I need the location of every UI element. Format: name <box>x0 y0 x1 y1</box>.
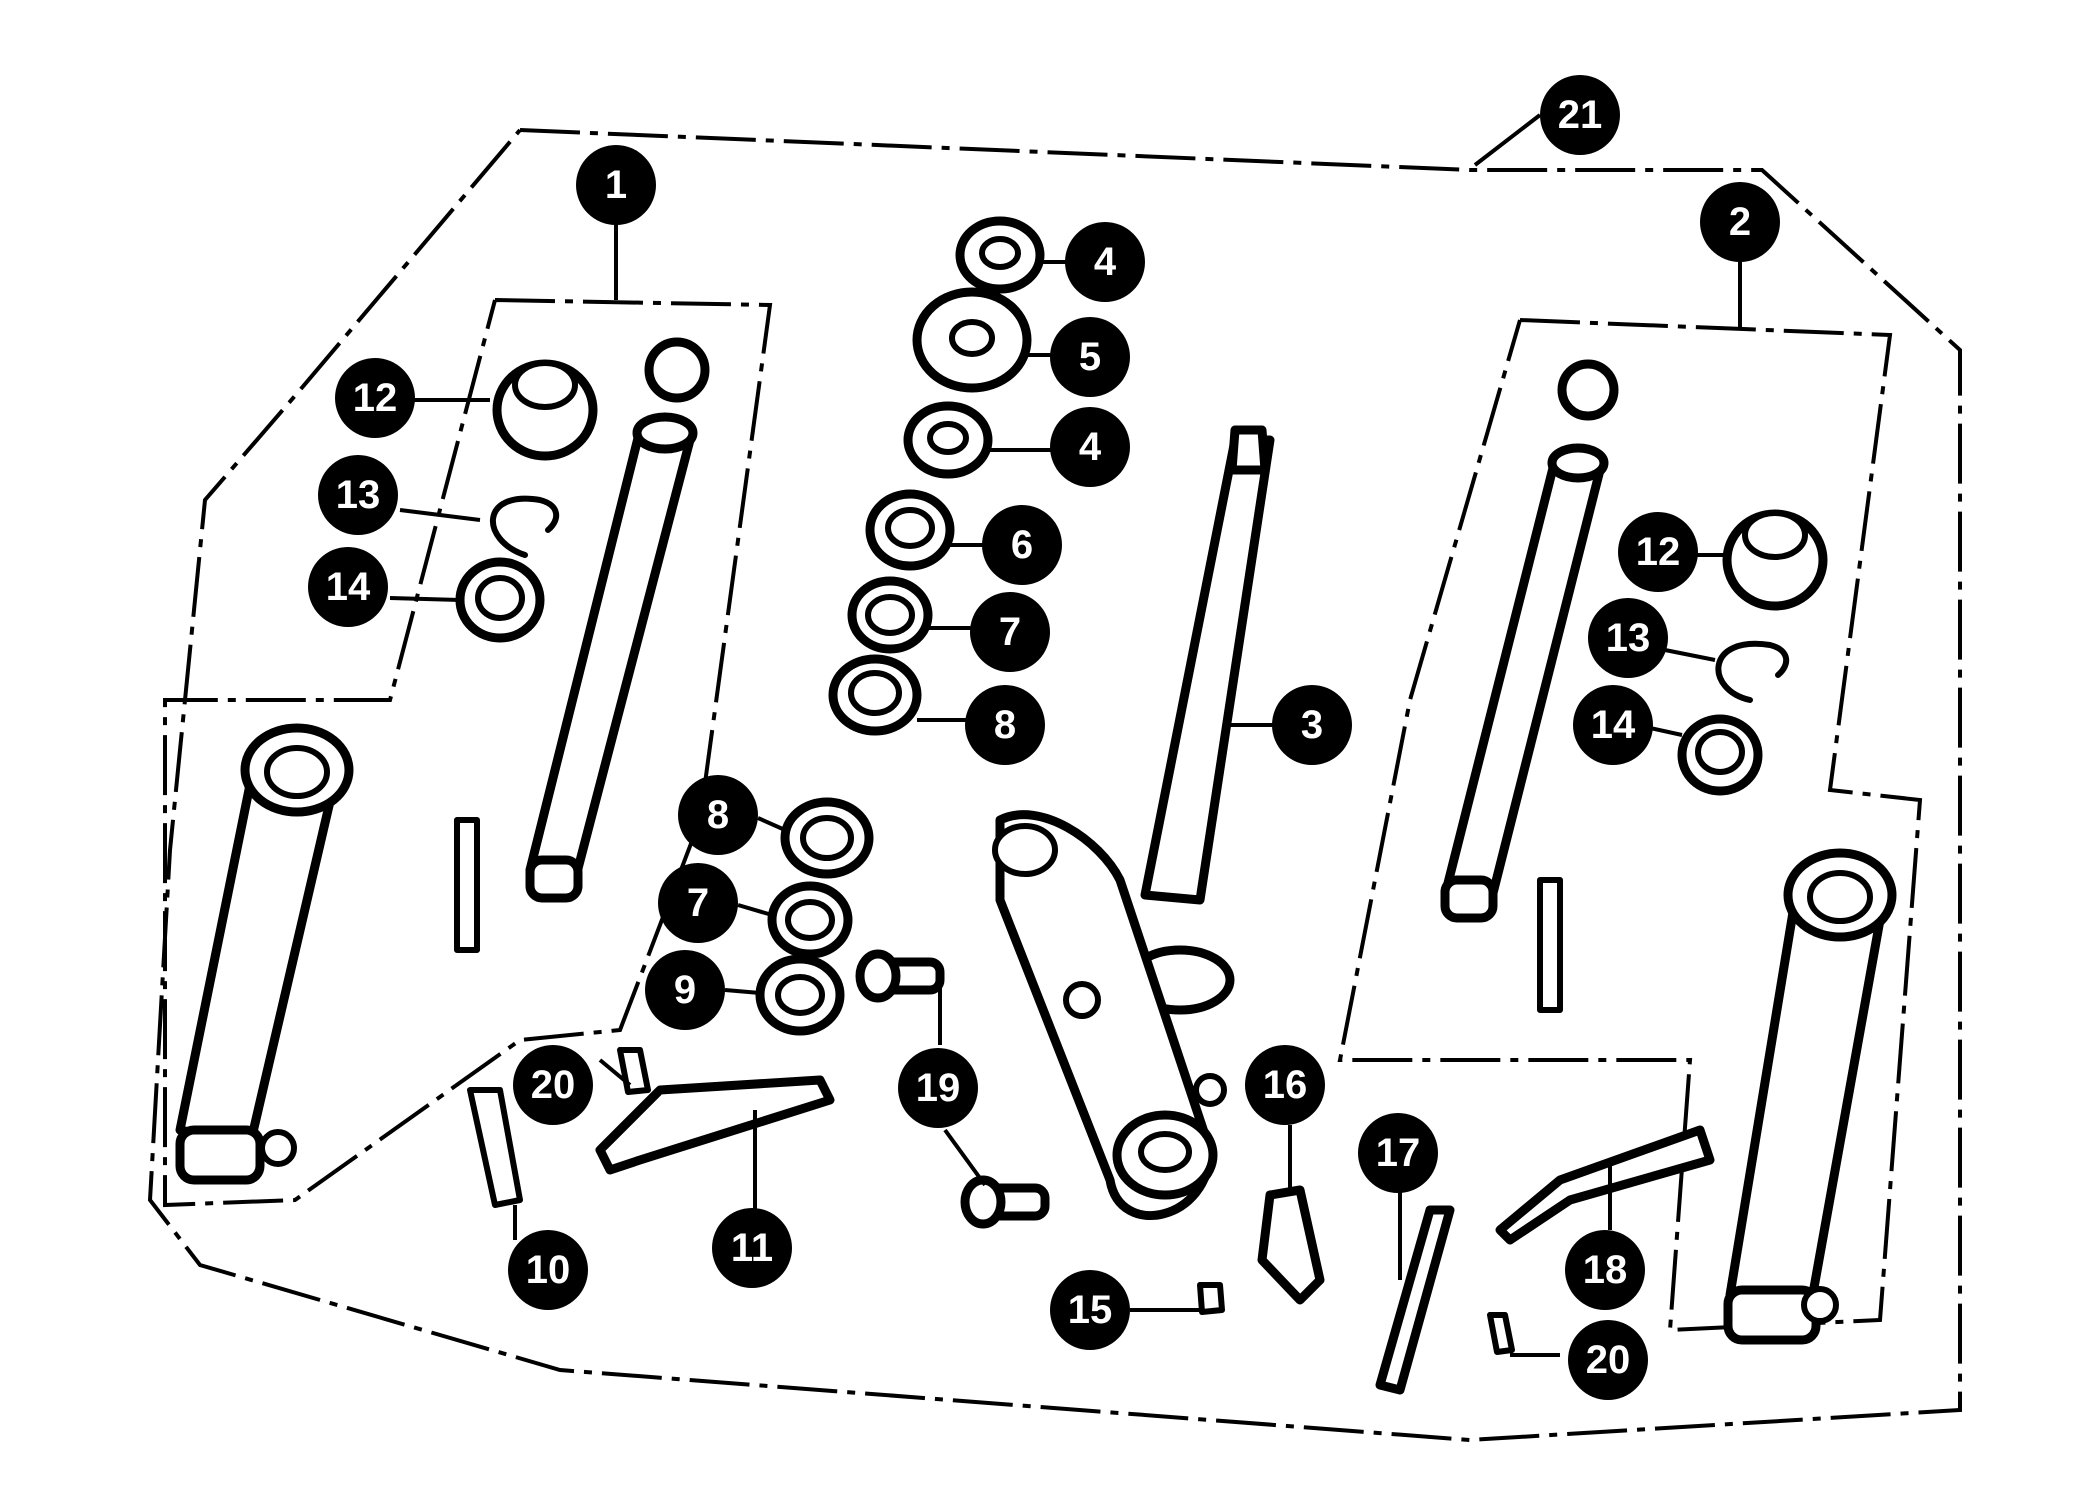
right-outer-tube <box>1723 848 1897 1345</box>
callout-12-left: 12 <box>335 358 415 438</box>
ball-ring-lower <box>767 881 853 959</box>
svg-text:6: 6 <box>1011 523 1033 567</box>
svg-text:7: 7 <box>999 610 1021 654</box>
callout-8-upper: 8 <box>965 685 1045 765</box>
left-small-bolt <box>617 1047 651 1095</box>
callout-3: 3 <box>1272 685 1352 765</box>
left-inner-tube <box>525 337 710 903</box>
callout-9: 9 <box>645 950 725 1030</box>
svg-text:2: 2 <box>1729 200 1751 244</box>
svg-text:5: 5 <box>1079 335 1101 379</box>
steering-stem <box>992 425 1275 1221</box>
callout-1: 1 <box>576 145 656 225</box>
callout-7-lower: 7 <box>658 863 738 943</box>
left-outer-tube <box>175 723 354 1185</box>
callout-19: 19 <box>898 1048 978 1128</box>
svg-text:13: 13 <box>336 473 381 517</box>
callout-13-right: 13 <box>1588 598 1668 678</box>
outer-assembly-boundary <box>147 128 1962 1443</box>
svg-text:1: 1 <box>605 163 627 207</box>
brake-hose-bracket-left <box>467 1087 523 1208</box>
svg-text:11: 11 <box>731 1226 773 1270</box>
svg-text:14: 14 <box>326 565 371 609</box>
top-washer <box>912 287 1032 393</box>
right-inner-tube <box>1440 359 1619 923</box>
right-oil-seal <box>1722 509 1828 611</box>
clip-15 <box>1197 1282 1225 1315</box>
dust-seal-lower <box>755 954 845 1036</box>
callout-4-upper: 4 <box>1065 222 1145 302</box>
bolt-lower <box>960 1175 1050 1229</box>
svg-text:4: 4 <box>1094 240 1117 284</box>
bracket-16 <box>1257 1185 1325 1305</box>
callout-2: 2 <box>1700 182 1780 262</box>
callout-10: 10 <box>508 1230 588 1310</box>
left-clip <box>489 495 560 558</box>
right-small-bolt <box>1487 1312 1515 1355</box>
bracket-17 <box>1375 1205 1455 1395</box>
right-spacer-bar <box>1537 877 1563 1013</box>
svg-text:8: 8 <box>994 703 1016 747</box>
callout-18: 18 <box>1565 1230 1645 1310</box>
svg-text:12: 12 <box>353 376 398 420</box>
callout-12-right: 12 <box>1618 512 1698 592</box>
callout-6: 6 <box>982 505 1062 585</box>
callout-16: 16 <box>1245 1045 1325 1125</box>
callout-13-left: 13 <box>318 455 398 535</box>
left-fork-boundary <box>163 298 773 1208</box>
callout-14-left: 14 <box>308 547 388 627</box>
callout-21: 21 <box>1540 75 1620 155</box>
svg-text:14: 14 <box>1591 703 1636 747</box>
svg-text:8: 8 <box>707 793 729 837</box>
callout-8-lower: 8 <box>678 775 758 855</box>
bolt-upper <box>855 949 945 1003</box>
svg-text:20: 20 <box>1586 1338 1631 1382</box>
callout-17: 17 <box>1358 1113 1438 1193</box>
svg-text:3: 3 <box>1301 703 1323 747</box>
callout-15: 15 <box>1050 1270 1130 1350</box>
right-dust-seal <box>1677 714 1763 796</box>
ball-ring-upper <box>847 576 933 654</box>
svg-text:20: 20 <box>531 1063 576 1107</box>
top-nut-upper <box>955 216 1045 294</box>
svg-text:18: 18 <box>1583 1248 1628 1292</box>
callout-11: 11 <box>712 1208 792 1288</box>
callout-7-upper: 7 <box>970 592 1050 672</box>
svg-text:17: 17 <box>1376 1131 1421 1175</box>
callout-4-lower: 4 <box>1050 407 1130 487</box>
right-clip <box>1715 640 1790 703</box>
left-oil-seal <box>492 359 598 461</box>
svg-text:12: 12 <box>1636 530 1681 574</box>
left-spacer-bar <box>454 817 480 953</box>
top-nut-lower <box>903 401 993 479</box>
svg-text:19: 19 <box>916 1066 961 1110</box>
svg-text:7: 7 <box>687 881 709 925</box>
brake-hose-guide-left <box>595 1075 835 1175</box>
callout-20-right: 20 <box>1568 1320 1648 1400</box>
svg-text:4: 4 <box>1079 425 1102 469</box>
callout-20-left: 20 <box>513 1045 593 1125</box>
svg-text:9: 9 <box>674 968 696 1012</box>
brake-hose-guide-right <box>1495 1125 1715 1245</box>
bearing-cone-lower <box>780 797 874 879</box>
left-dust-seal <box>455 557 545 643</box>
svg-text:16: 16 <box>1263 1063 1308 1107</box>
callout-5: 5 <box>1050 317 1130 397</box>
callout-14-right: 14 <box>1573 685 1653 765</box>
bearing-race-upper <box>865 489 955 571</box>
svg-text:21: 21 <box>1558 93 1603 137</box>
svg-text:15: 15 <box>1068 1288 1113 1332</box>
svg-text:13: 13 <box>1606 616 1651 660</box>
svg-text:10: 10 <box>526 1248 571 1292</box>
bearing-cone-upper <box>828 654 922 736</box>
